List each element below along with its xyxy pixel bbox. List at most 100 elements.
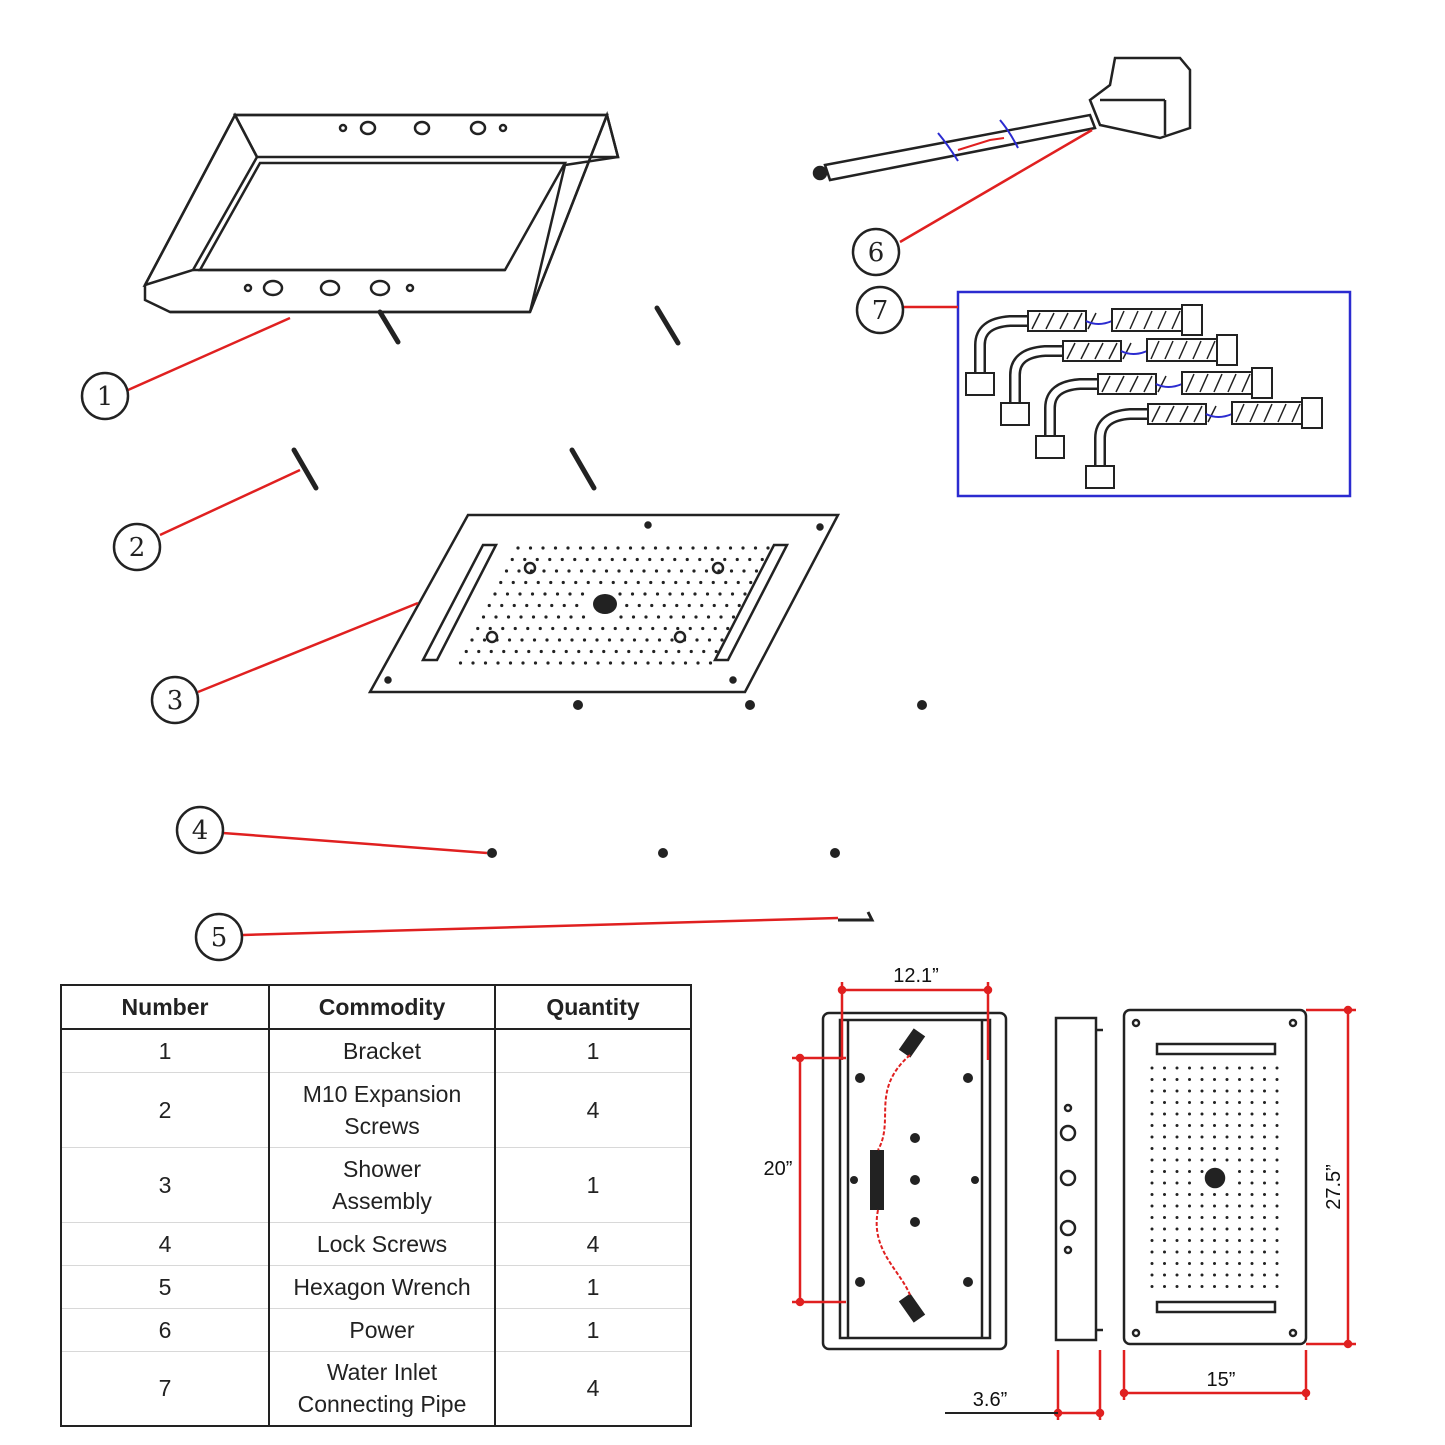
front-nozzle-dot bbox=[1163, 1078, 1166, 1081]
nozzle-dot bbox=[532, 638, 537, 642]
callout-4 bbox=[175, 805, 225, 855]
front-nozzle-dot bbox=[1263, 1239, 1266, 1242]
nozzle-dot bbox=[723, 557, 727, 562]
front-nozzle-dot bbox=[1163, 1124, 1166, 1127]
front-nozzle-dot bbox=[1150, 1250, 1154, 1254]
nozzle-dot bbox=[506, 615, 511, 619]
front-nozzle-dot bbox=[1263, 1262, 1266, 1265]
nozzle-dot bbox=[518, 592, 522, 596]
front-nozzle-dot bbox=[1200, 1101, 1204, 1104]
nozzle-dot bbox=[544, 615, 548, 619]
nozzle-dot bbox=[639, 649, 643, 654]
nozzle-dot bbox=[660, 557, 664, 562]
header-number: Number bbox=[61, 985, 270, 1030]
front-nozzle-dot bbox=[1250, 1204, 1254, 1208]
hose-pipe bbox=[1000, 334, 1238, 426]
nozzle-dot bbox=[471, 661, 475, 665]
front-nozzle-dot bbox=[1213, 1112, 1216, 1116]
nozzle-dot bbox=[692, 569, 696, 573]
front-nozzle-dot bbox=[1213, 1239, 1216, 1242]
nozzle-dot bbox=[602, 649, 606, 654]
nozzle-dot bbox=[643, 592, 647, 596]
nozzle-dot bbox=[650, 603, 654, 608]
nozzle-dot bbox=[543, 592, 547, 596]
front-nozzle-dot bbox=[1275, 1204, 1279, 1208]
nozzle-dot bbox=[617, 569, 621, 573]
nozzle-dot bbox=[563, 626, 567, 631]
front-nozzle-dot bbox=[1188, 1273, 1191, 1277]
front-nozzle-dot bbox=[1175, 1262, 1179, 1265]
nozzle-dot bbox=[753, 546, 758, 550]
front-nozzle-dot bbox=[1175, 1273, 1179, 1277]
hex-wrench bbox=[838, 911, 875, 922]
dim-height-left: 20” bbox=[764, 1158, 793, 1180]
nozzle-dot bbox=[668, 592, 672, 596]
front-nozzle-dot bbox=[1175, 1285, 1179, 1288]
front-nozzle-dot bbox=[1213, 1285, 1216, 1288]
front-nozzle-dot bbox=[1213, 1078, 1216, 1081]
nozzle-dot bbox=[712, 603, 716, 608]
front-nozzle-dot bbox=[1150, 1066, 1154, 1070]
nozzle-dot bbox=[716, 546, 720, 550]
front-nozzle-dot bbox=[1238, 1285, 1241, 1288]
front-nozzle-dot bbox=[1238, 1193, 1241, 1196]
cell-quantity: 1 bbox=[495, 1265, 691, 1309]
front-nozzle-dot bbox=[1150, 1181, 1154, 1185]
front-nozzle-dot bbox=[1275, 1112, 1279, 1116]
nozzle-dot bbox=[533, 661, 538, 665]
front-nozzle-dot bbox=[1163, 1193, 1166, 1196]
nozzle-dot bbox=[519, 615, 523, 619]
nozzle-dot bbox=[729, 569, 734, 573]
front-nozzle-dot bbox=[1200, 1066, 1204, 1070]
front-nozzle-grid bbox=[1150, 1066, 1279, 1288]
nozzle-dot bbox=[681, 615, 686, 619]
front-nozzle-dot bbox=[1188, 1124, 1191, 1127]
front-nozzle-dot bbox=[1188, 1239, 1191, 1242]
front-nozzle-dot bbox=[1225, 1135, 1229, 1139]
front-nozzle-dot bbox=[1200, 1273, 1204, 1277]
front-nozzle-dot bbox=[1275, 1147, 1279, 1150]
nozzle-dot bbox=[691, 546, 695, 550]
nozzle-dot bbox=[710, 557, 714, 562]
nozzle-dot bbox=[489, 649, 493, 654]
nozzle-dot bbox=[741, 546, 745, 550]
nozzle-dot bbox=[667, 569, 671, 573]
front-nozzle-dot bbox=[1263, 1193, 1266, 1196]
dim-width-bottom: 15” bbox=[1207, 1369, 1236, 1391]
nozzle-dot bbox=[675, 603, 679, 608]
callout-label-4: 4 bbox=[192, 816, 209, 846]
power-cable-marks bbox=[937, 119, 1019, 162]
power-unit bbox=[812, 56, 1192, 182]
nozzle-dot bbox=[496, 661, 500, 665]
nozzle-dot bbox=[638, 626, 642, 631]
dim-width-top: 12.1” bbox=[893, 965, 939, 987]
nozzle-dot bbox=[641, 546, 645, 550]
nozzle-dot bbox=[510, 557, 514, 562]
cell-quantity: 1 bbox=[495, 1147, 691, 1223]
side-view bbox=[1054, 1016, 1103, 1342]
front-nozzle-dot bbox=[1275, 1216, 1279, 1219]
front-nozzle-dot bbox=[1275, 1227, 1279, 1231]
nozzle-dot bbox=[713, 626, 717, 631]
parts-table: Number Commodity Quantity 1 Bracket 1 2 … bbox=[60, 984, 692, 1427]
front-nozzle-dot bbox=[1200, 1089, 1204, 1093]
front-nozzle-dot bbox=[1275, 1262, 1279, 1265]
nozzle-dot bbox=[717, 569, 721, 573]
nozzle-dot bbox=[567, 569, 571, 573]
nozzle-dot bbox=[673, 557, 677, 562]
nozzle-dot bbox=[685, 557, 689, 562]
nozzle-dot bbox=[749, 580, 753, 585]
nozzle-dot bbox=[513, 626, 517, 631]
front-nozzle-dot bbox=[1263, 1181, 1266, 1185]
nozzle-dot bbox=[637, 603, 641, 608]
nozzle-dot bbox=[725, 603, 729, 608]
front-nozzle-dot bbox=[1250, 1285, 1254, 1288]
front-nozzle-dot bbox=[1225, 1250, 1229, 1254]
front-nozzle-dot bbox=[1225, 1262, 1229, 1265]
nozzle-dot bbox=[592, 569, 596, 573]
front-nozzle-dot bbox=[1150, 1273, 1154, 1277]
nozzle-dot bbox=[644, 615, 648, 619]
front-nozzle-dot bbox=[1275, 1078, 1279, 1081]
nozzle-dot bbox=[529, 569, 534, 573]
callout-label-3: 3 bbox=[167, 686, 184, 716]
